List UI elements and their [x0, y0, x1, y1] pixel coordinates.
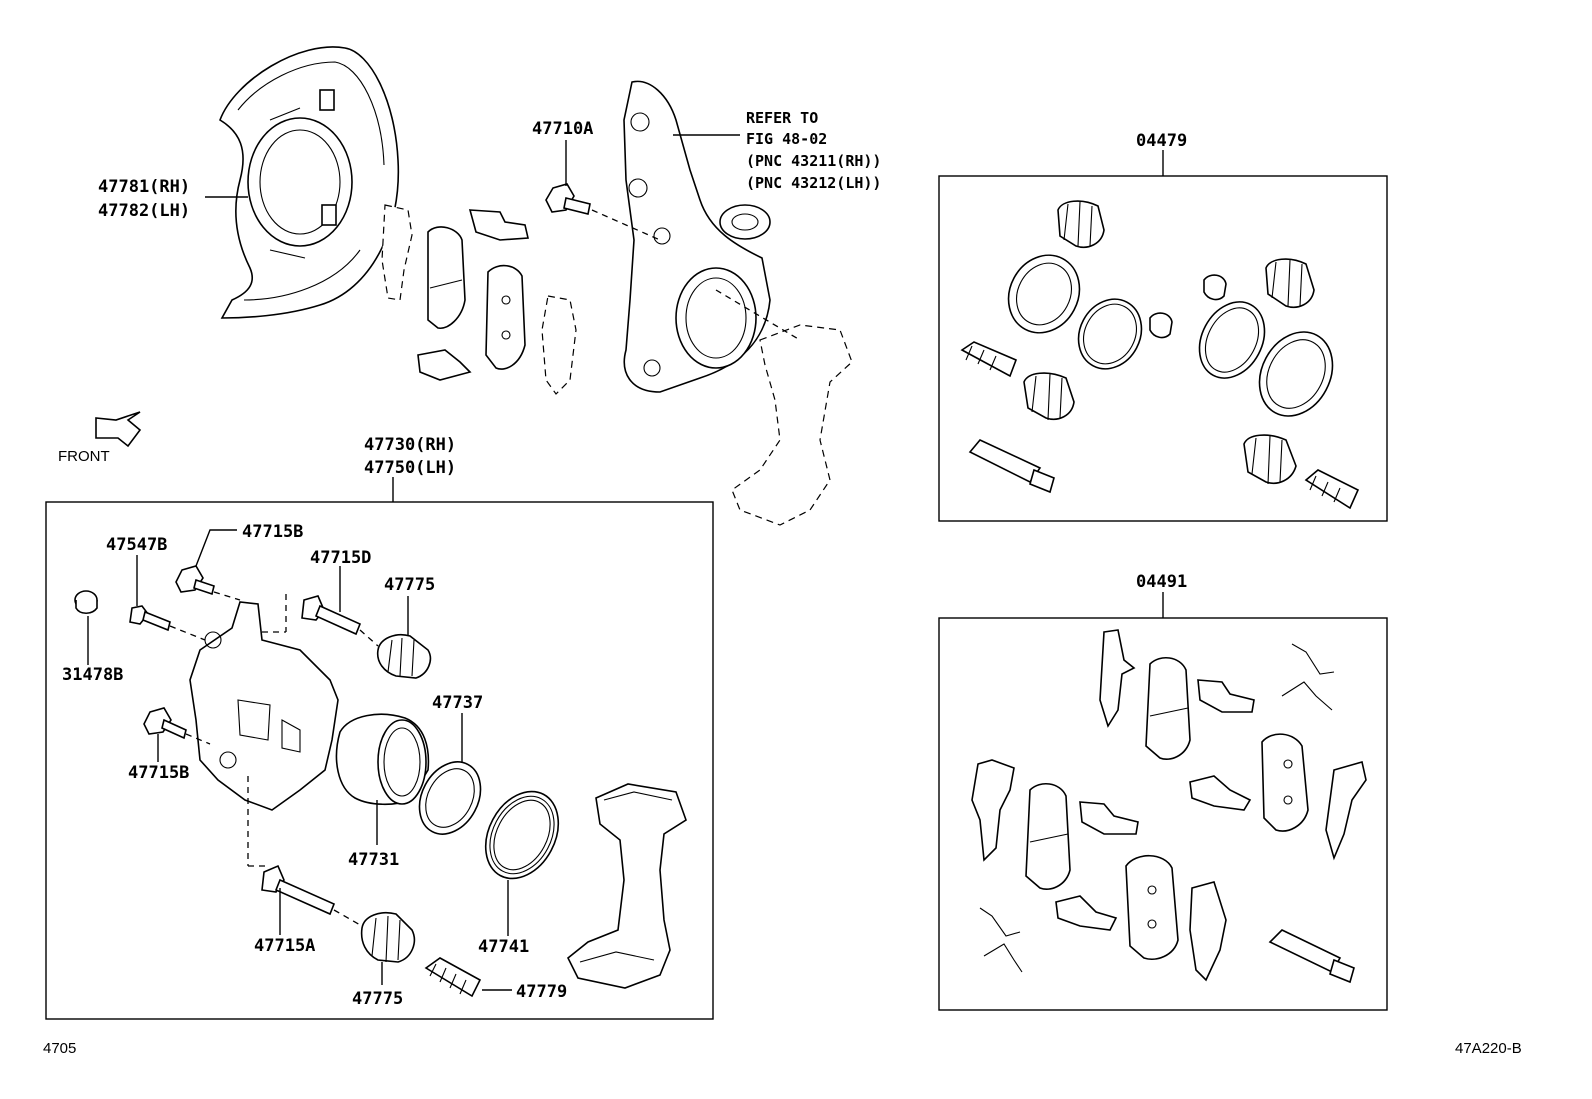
- refer-line-4: (PNC 43212(LH)): [746, 174, 881, 192]
- label-47715a: 47715A: [254, 936, 315, 956]
- label-47710a: 47710A: [532, 119, 593, 139]
- label-47781-rh: 47781(RH): [98, 177, 190, 197]
- kit-04479-parts: [960, 200, 1360, 510]
- label-47737: 47737: [432, 693, 483, 713]
- steering-knuckle: [623, 80, 771, 393]
- label-47779: 47779: [516, 982, 567, 1002]
- label-47715b-bottom: 47715B: [128, 763, 189, 783]
- refer-line-2: FIG 48-02: [746, 130, 827, 148]
- kit-04491-parts: [971, 629, 1367, 984]
- dust-shield: [219, 46, 400, 319]
- refer-line-3: (PNC 43211(RH)): [746, 152, 881, 170]
- label-47750-lh: 47750(LH): [364, 458, 456, 478]
- label-31478b: 31478B: [62, 665, 123, 685]
- bolt-47710a: [545, 183, 591, 215]
- bolt-47715b-bottom: [143, 707, 187, 740]
- label-47730-rh: 47730(RH): [364, 435, 456, 455]
- piston-47731: [335, 713, 430, 806]
- seal-47737: [418, 761, 482, 835]
- refer-line-1: REFER TO: [746, 109, 818, 127]
- boot-47775-top: [376, 634, 432, 679]
- guide-pin-47715d: [301, 595, 362, 636]
- bushing-47779: [424, 957, 482, 998]
- footer-left-code: 4705: [43, 1040, 76, 1057]
- boot-47775-bottom: [360, 912, 416, 963]
- front-label: FRONT: [58, 448, 110, 465]
- boot-47741: [484, 790, 560, 880]
- cap-31478b: [74, 590, 98, 615]
- label-47547b-callout: 47547B: [106, 535, 167, 555]
- ghost-caliper-bracket: [731, 324, 853, 526]
- caliper-body: [189, 601, 339, 811]
- label-47715b-top: 47715B: [242, 522, 303, 542]
- label-47715d: 47715D: [310, 548, 371, 568]
- footer-right-code: 47A220-B: [1455, 1040, 1522, 1057]
- upper-pad-set: [381, 204, 577, 395]
- label-47775-top: 47775: [384, 575, 435, 595]
- label-04479: 04479: [1136, 131, 1187, 151]
- caliper-mounting-bracket: [566, 783, 687, 989]
- label-47741: 47741: [478, 937, 529, 957]
- label-04491: 04491: [1136, 572, 1187, 592]
- bleeder-47547b: [129, 605, 171, 632]
- label-47775-bottom: 47775: [352, 989, 403, 1009]
- caliper-assembly-frame: [45, 501, 714, 1020]
- guide-pin-47715a: [261, 864, 336, 916]
- bolt-47715b-top: [175, 565, 215, 596]
- label-47782-lh: 47782(LH): [98, 201, 190, 221]
- front-arrow-icon: [95, 411, 142, 448]
- label-47731: 47731: [348, 850, 399, 870]
